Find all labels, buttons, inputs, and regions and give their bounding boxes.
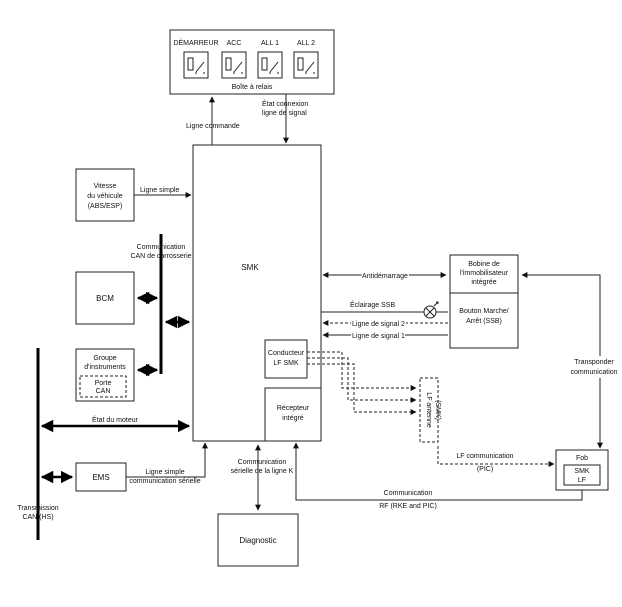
immo-line1: Bobine de xyxy=(468,261,500,268)
diagnostic-box: Diagnostic xyxy=(217,513,299,567)
label-ligne-commande: Ligne commande xyxy=(186,123,240,130)
diagnostic-label: Diagnostic xyxy=(239,536,276,545)
relay-icon-acc xyxy=(221,51,247,79)
immobilizer-ssb-box: Bobine de l'immobilisateur intégrée Bout… xyxy=(449,254,519,349)
cluster-line1: Groupe xyxy=(93,355,116,362)
label-ligne-signal-1: Ligne de signal 1 xyxy=(352,333,405,340)
label-can-hs-1: Transmission xyxy=(17,505,58,512)
smk-label: SMK xyxy=(241,263,259,272)
relay-label-all2: ALL 2 xyxy=(297,40,315,47)
vehicle-speed-line2: du véhicule xyxy=(87,193,123,200)
vehicle-speed-box: Vitesse du véhicule (ABS/ESP) xyxy=(75,168,135,222)
fob-title: Fob xyxy=(576,455,588,462)
lf-driver-line2: LF SMK xyxy=(273,360,299,367)
cluster-line2: d'instruments xyxy=(84,364,126,371)
arrow-transponder xyxy=(521,272,603,449)
lf-driver-box: Conducteur LF SMK xyxy=(264,339,308,379)
fob-inner-line2: LF xyxy=(578,477,586,484)
receiver-line2: intégré xyxy=(282,415,304,422)
ems-box: EMS xyxy=(75,462,127,492)
arrow-lf-2 xyxy=(307,357,417,403)
label-eclairage-ssb: Éclairage SSB xyxy=(350,300,395,309)
bcm-box: BCM xyxy=(75,271,135,325)
label-ligne-simple: Ligne simple xyxy=(140,187,179,194)
relay-icon-demarreur xyxy=(183,51,209,79)
fob-box: Fob SMK LF xyxy=(555,449,609,491)
relay-icon-all2 xyxy=(293,51,319,79)
arrow-ems-smk xyxy=(126,442,208,478)
label-can-hs-2: CAN (HS) xyxy=(22,514,53,521)
receiver-line1: Récepteur xyxy=(277,405,310,412)
bcm-label: BCM xyxy=(96,294,114,303)
arrow-rf xyxy=(293,442,583,501)
ssb-line2: Arrêt (SSB) xyxy=(466,318,502,325)
label-transponder-2: communication xyxy=(570,369,617,376)
label-ligne-simple-serie-1: Ligne simple xyxy=(145,469,184,476)
label-etat-connexion-2: ligne de signal xyxy=(262,110,307,117)
relay-label-acc: ACC xyxy=(227,40,242,47)
fob-smk-lf-box xyxy=(563,464,601,486)
label-transponder-1: Transponder xyxy=(574,359,614,366)
immo-line2: l'immobilisateur xyxy=(460,270,509,277)
arrow-lf-3 xyxy=(307,363,417,415)
relay-label-all1: ALL 1 xyxy=(261,40,279,47)
ssb-lamp-icon xyxy=(423,301,439,319)
can-gateway-box xyxy=(79,375,127,398)
label-rf-2: RF (RKE and PIC) xyxy=(379,503,437,510)
relay-box: DÉMARREUR ACC ALL 1 ALL 2 Boîte à relais xyxy=(169,29,335,95)
receiver-box: Récepteur intégré xyxy=(264,387,322,442)
instrument-cluster-box: Groupe d'instruments Porte CAN xyxy=(75,348,135,402)
can-gateway-line2: CAN xyxy=(96,388,111,395)
ems-label: EMS xyxy=(92,473,109,482)
transponder-label-bg xyxy=(566,356,622,378)
label-lf-pic-1: LF communication xyxy=(456,453,513,460)
relay-icon-all1 xyxy=(257,51,283,79)
can-gateway-line1: Porte xyxy=(95,380,112,387)
label-etat-moteur: État du moteur xyxy=(92,415,139,424)
arrow-lf-pic xyxy=(437,446,555,467)
label-antidemarrage: Antidémarrage xyxy=(362,273,408,280)
label-ligne-simple-serie-2: communication sérielle xyxy=(129,478,200,485)
label-rf-1: Communication xyxy=(384,490,433,497)
vehicle-speed-line3: (ABS/ESP) xyxy=(88,203,123,210)
relay-box-title: Boîte à relais xyxy=(232,84,273,91)
label-can-carrosserie-1: Communication xyxy=(137,244,186,251)
arrow-lf-1 xyxy=(307,351,417,391)
lf-antenna-line2: (SMK) xyxy=(434,400,441,420)
lf-driver-line1: Conducteur xyxy=(268,350,305,357)
ssb-line1: Bouton Marche/ xyxy=(459,308,508,315)
vehicle-speed-line1: Vitesse xyxy=(94,183,117,190)
lf-antenna-box: LF antenne (SMK) xyxy=(419,377,441,443)
label-etat-connexion-1: État connexion xyxy=(262,99,308,108)
relay-label-demarreur: DÉMARREUR xyxy=(173,38,218,47)
label-ligne-k-2: sérielle de la ligne K xyxy=(231,468,294,475)
label-ligne-k-1: Communication xyxy=(238,459,287,466)
immo-line3: intégrée xyxy=(471,279,496,286)
fob-inner-line1: SMK xyxy=(574,468,590,475)
label-can-carrosserie-2: CAN de carrosserie xyxy=(130,253,191,260)
lf-antenna-line1: LF antenne xyxy=(425,392,432,428)
label-lf-pic-2: (PIC) xyxy=(477,466,493,473)
label-ligne-signal-2: Ligne de signal 2 xyxy=(352,321,405,328)
